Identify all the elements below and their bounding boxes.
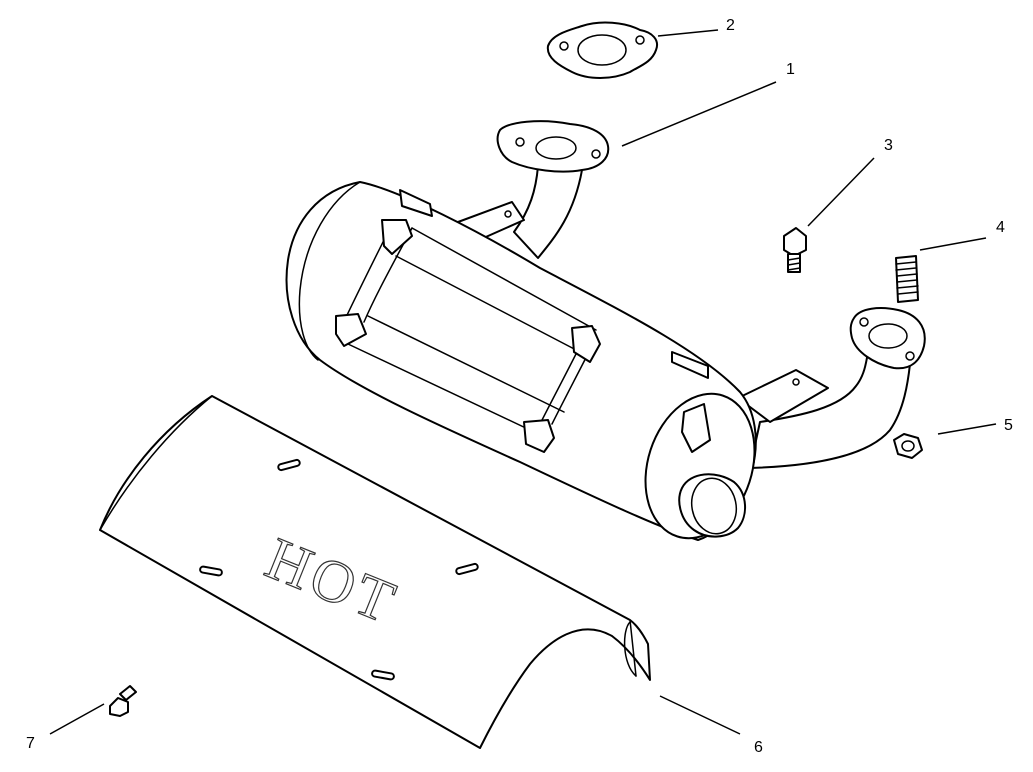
callout-4: 4 [996, 219, 1005, 236]
callout-3: 3 [884, 137, 893, 154]
stud [895, 255, 919, 303]
nut [893, 433, 923, 459]
callout-1: 1 [786, 61, 795, 78]
callout-labels: 1 2 3 4 5 6 7 [26, 17, 1013, 756]
bolt [783, 227, 807, 273]
callout-6: 6 [754, 739, 763, 756]
screw [109, 685, 137, 717]
callout-7: 7 [26, 735, 35, 752]
gasket [546, 21, 658, 79]
muffler [285, 181, 757, 541]
callout-2: 2 [726, 17, 735, 34]
callout-5: 5 [1004, 417, 1013, 434]
leader-lines [49, 29, 997, 735]
heat-shield: HOT [99, 395, 651, 749]
lower-exhaust-pipe [737, 307, 926, 469]
